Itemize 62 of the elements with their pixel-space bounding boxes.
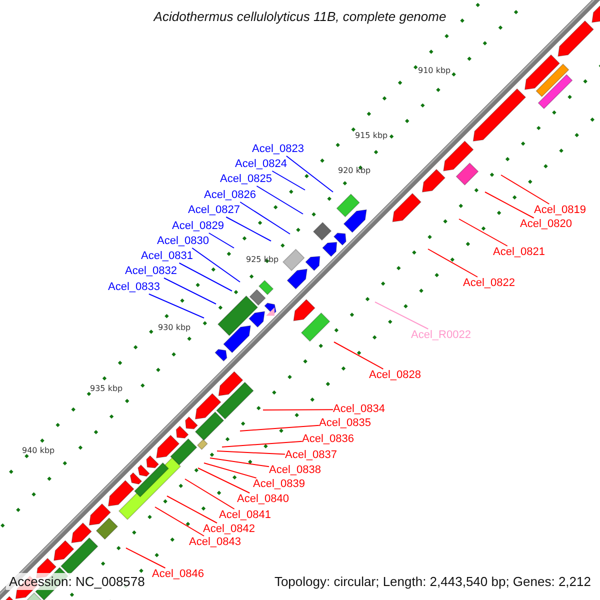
leader-line bbox=[164, 278, 216, 304]
scale-label: 910 kbp bbox=[418, 66, 451, 75]
leader-line bbox=[166, 496, 218, 524]
leader-line bbox=[148, 294, 204, 318]
leader-line bbox=[428, 248, 478, 278]
leader-line bbox=[222, 440, 302, 448]
leader-line bbox=[126, 548, 166, 568]
leader-line bbox=[458, 218, 508, 246]
leader-line bbox=[154, 506, 205, 536]
leader-line bbox=[484, 192, 534, 218]
gene-label: Acel_0819 bbox=[534, 204, 586, 217]
leader-line bbox=[240, 202, 290, 234]
gene-label: Acel_0820 bbox=[520, 218, 572, 231]
gene-label: Acel_0824 bbox=[235, 158, 287, 171]
gene-label: Acel_0839 bbox=[253, 478, 305, 491]
leader-line bbox=[272, 170, 306, 190]
leader-line bbox=[500, 174, 550, 204]
scale-label: 940 kbp bbox=[22, 446, 55, 455]
leader-line bbox=[178, 262, 232, 292]
leader-line bbox=[226, 216, 272, 242]
leader-line bbox=[192, 248, 240, 282]
gene-label: Acel_0825 bbox=[220, 173, 272, 186]
scale-label: 925 kbp bbox=[246, 255, 279, 264]
gene-label: Acel_0835 bbox=[319, 417, 371, 430]
gene-label: Acel_0822 bbox=[463, 277, 515, 290]
gene-label: Acel_R0022 bbox=[411, 329, 471, 342]
gene-label: Acel_0827 bbox=[188, 204, 240, 217]
leader-line bbox=[210, 458, 270, 468]
leader-line bbox=[198, 468, 250, 494]
gene-label: Acel_0837 bbox=[285, 449, 337, 462]
gene-label: Acel_0826 bbox=[204, 189, 256, 202]
gene-label: Acel_0831 bbox=[141, 250, 193, 263]
gene-label: Acel_0830 bbox=[157, 235, 209, 248]
gene-label: Acel_0834 bbox=[333, 403, 385, 416]
leader-line bbox=[240, 424, 320, 432]
gene-label: Acel_0846 bbox=[152, 568, 204, 581]
leader-line bbox=[216, 450, 286, 455]
leader-line bbox=[208, 232, 234, 248]
gene-label: Acel_0832 bbox=[125, 265, 177, 278]
gene-label: Acel_0842 bbox=[203, 523, 255, 536]
leader-line bbox=[286, 156, 334, 192]
gene-label: Acel_0836 bbox=[302, 433, 354, 446]
leader-line bbox=[262, 409, 334, 410]
gene-label: Acel_0828 bbox=[369, 369, 421, 382]
gene-label: Acel_0838 bbox=[269, 464, 321, 477]
scale-label: 920 kbp bbox=[338, 166, 371, 175]
scale-label: 915 kbp bbox=[355, 131, 388, 140]
leader-line bbox=[184, 478, 235, 510]
gene-label: Acel_0840 bbox=[237, 493, 289, 506]
gene-label: Acel_0833 bbox=[108, 281, 160, 294]
gene-label: Acel_0841 bbox=[219, 509, 271, 522]
gene-label: Acel_0823 bbox=[252, 143, 304, 156]
gene-label: Acel_0821 bbox=[493, 246, 545, 259]
gene-label: Acel_0843 bbox=[189, 536, 241, 549]
gene-label: Acel_0829 bbox=[172, 220, 224, 233]
title: Acidothermus cellulolyticus 11B, complete genome bbox=[152, 9, 448, 24]
scale-label: 935 kbp bbox=[90, 384, 123, 393]
leader-line bbox=[204, 462, 257, 478]
scale-label: 930 kbp bbox=[158, 323, 191, 332]
leader-line bbox=[374, 302, 429, 330]
leader-line bbox=[256, 186, 304, 214]
leader-line bbox=[334, 342, 384, 370]
